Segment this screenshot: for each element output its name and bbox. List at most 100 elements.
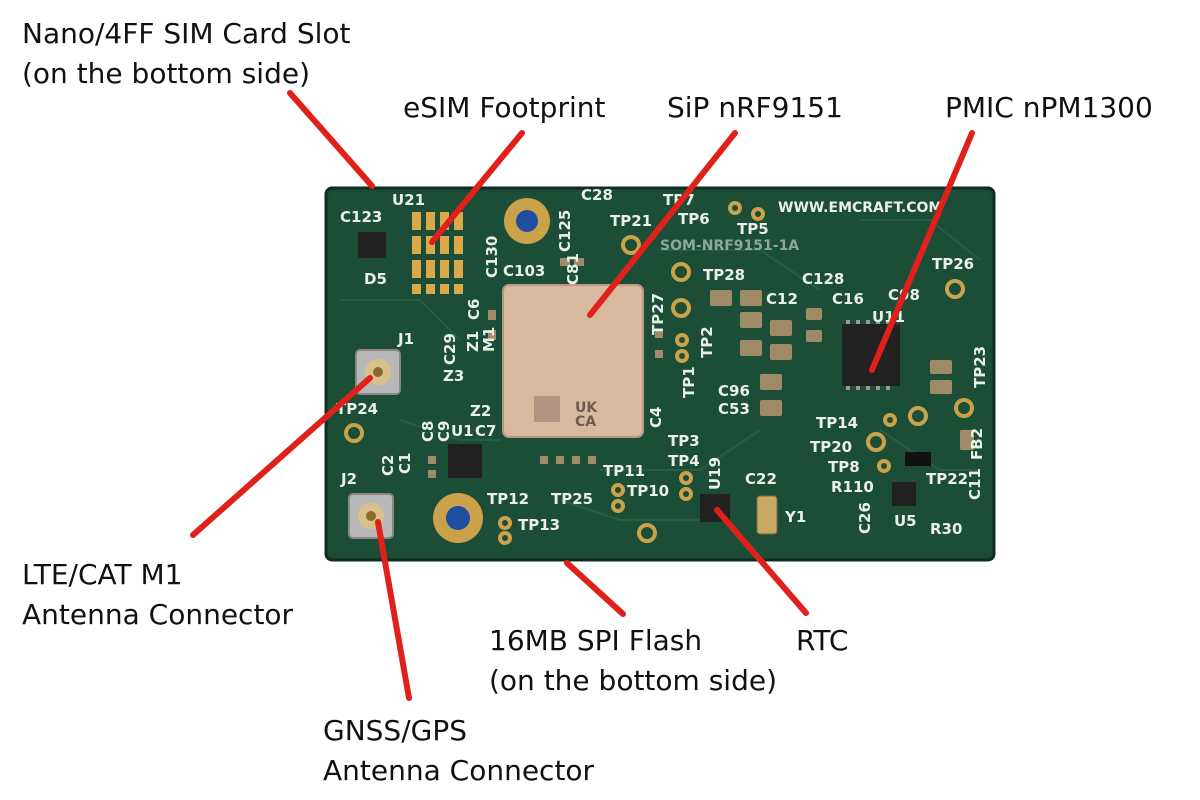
pmic-chip xyxy=(842,320,900,390)
silk-c2: C2 xyxy=(379,455,397,476)
svg-text:UK: UK xyxy=(575,400,598,416)
leader-flash xyxy=(564,560,626,617)
label-lte-line1: LTE/CAT M1 xyxy=(22,558,183,591)
leader-lte xyxy=(190,375,373,538)
silk-tp6: TP6 xyxy=(678,210,710,228)
silk-tp20: TP20 xyxy=(810,438,852,456)
silk-tp12: TP12 xyxy=(487,490,529,508)
mounting-hole-top xyxy=(504,198,550,244)
test-points xyxy=(344,201,974,545)
leader-rtc xyxy=(714,507,809,616)
silk-y1: Y1 xyxy=(784,508,806,526)
silk-tp21: TP21 xyxy=(610,212,652,230)
silk-c81: C81 xyxy=(564,253,582,285)
label-lte-line2: Antenna Connector xyxy=(22,598,294,631)
silk-tp27: TP27 xyxy=(649,293,667,335)
esim-footprint xyxy=(412,212,463,294)
silk-fb2: FB2 xyxy=(968,428,986,460)
silk-c128: C128 xyxy=(802,270,844,288)
silk-c1: C1 xyxy=(396,453,414,474)
silk-model: SOM-NRF9151-1A xyxy=(660,238,799,254)
silk-u21: U21 xyxy=(392,191,425,209)
label-sip: SiP nRF9151 xyxy=(667,91,843,124)
silk-c9: C9 xyxy=(435,421,453,442)
silk-c29: C29 xyxy=(441,333,459,365)
qr-code xyxy=(534,396,560,422)
silk-r110: R110 xyxy=(831,478,874,496)
silk-c28: C28 xyxy=(581,186,613,204)
silk-tp25: TP25 xyxy=(551,490,593,508)
label-flash-line2: (on the bottom side) xyxy=(489,664,778,697)
silk-c53: C53 xyxy=(718,400,750,418)
silk-tp10: TP10 xyxy=(627,482,669,500)
svg-text:CA: CA xyxy=(575,414,596,430)
leader-sim-slot xyxy=(287,90,375,189)
leader-sip xyxy=(587,130,738,318)
silk-tp11: TP11 xyxy=(603,462,645,480)
silk-r30: R30 xyxy=(930,520,962,538)
silk-m1: M1 xyxy=(480,327,498,352)
silk-c7: C7 xyxy=(475,422,496,440)
silk-z2: Z2 xyxy=(470,402,491,420)
silk-tp1: TP1 xyxy=(680,366,698,398)
crystal-y1 xyxy=(756,495,778,535)
silk-c130: C130 xyxy=(483,236,501,278)
silk-c12: C12 xyxy=(766,290,798,308)
silk-u19: U19 xyxy=(706,457,724,490)
silk-u1: U1 xyxy=(451,422,474,440)
silk-z3: Z3 xyxy=(443,367,464,385)
sip-nrf9151-chip: UK CA xyxy=(502,284,644,438)
silk-tp22: TP22 xyxy=(926,470,968,488)
pcb-traces xyxy=(340,219,981,521)
silk-c22: C22 xyxy=(745,470,777,488)
passive-components xyxy=(428,258,974,478)
silk-c6: C6 xyxy=(465,299,483,320)
silk-j1: J1 xyxy=(397,330,414,348)
silk-tp3: TP3 xyxy=(668,432,700,450)
silk-z1: Z1 xyxy=(464,331,482,352)
silk-tp2: TP2 xyxy=(698,326,716,358)
pcb-board xyxy=(324,186,996,562)
u1-chip xyxy=(448,444,482,478)
silk-c16: C16 xyxy=(832,290,864,308)
label-flash: 16MB SPI Flash (on the bottom side) xyxy=(489,621,777,701)
silk-c123: C123 xyxy=(340,208,382,226)
silk-tp4: TP4 xyxy=(668,452,700,470)
u5-chip xyxy=(892,482,916,506)
leader-gnss xyxy=(375,519,412,701)
silk-c26: C26 xyxy=(856,502,874,534)
silk-tp8: TP8 xyxy=(828,458,860,476)
label-lte: LTE/CAT M1 Antenna Connector xyxy=(22,555,293,635)
silk-tp23: TP23 xyxy=(971,346,989,388)
label-sim-slot: Nano/4FF SIM Card Slot (on the bottom si… xyxy=(22,14,351,94)
label-gnss-line1: GNSS/GPS xyxy=(323,714,467,747)
silk-tp13: TP13 xyxy=(518,516,560,534)
label-sim-slot-line2: (on the bottom side) xyxy=(22,57,311,90)
leader-lines xyxy=(190,90,975,701)
label-flash-line1: 16MB SPI Flash xyxy=(489,624,703,657)
label-rtc: RTC xyxy=(796,624,849,657)
leader-esim xyxy=(429,130,525,245)
label-sim-slot-line1: Nano/4FF SIM Card Slot xyxy=(22,17,351,50)
silk-c8: C8 xyxy=(419,421,437,442)
silk-tp28: TP28 xyxy=(703,266,745,284)
silk-tp14: TP14 xyxy=(816,414,858,432)
diode-package xyxy=(358,232,386,258)
silk-c96: C96 xyxy=(718,382,750,400)
silk-j2: J2 xyxy=(340,470,357,488)
silkscreen: WWW.EMCRAFT.COM SOM-NRF9151-1A C123 U21 … xyxy=(336,186,989,538)
mounting-hole-bottom xyxy=(433,493,483,543)
silk-c4: C4 xyxy=(647,407,665,428)
silk-tp5: TP5 xyxy=(737,220,769,238)
silk-c125: C125 xyxy=(556,210,574,252)
leader-pmic xyxy=(869,130,975,373)
label-gnss: GNSS/GPS Antenna Connector xyxy=(323,711,594,791)
label-gnss-line2: Antenna Connector xyxy=(323,754,595,787)
silk-u5: U5 xyxy=(894,512,917,530)
label-esim: eSIM Footprint xyxy=(403,91,606,124)
silk-tp26: TP26 xyxy=(932,255,974,273)
label-pmic: PMIC nPM1300 xyxy=(945,91,1153,124)
silk-c11: C11 xyxy=(966,468,984,500)
silk-url: WWW.EMCRAFT.COM xyxy=(778,200,942,216)
